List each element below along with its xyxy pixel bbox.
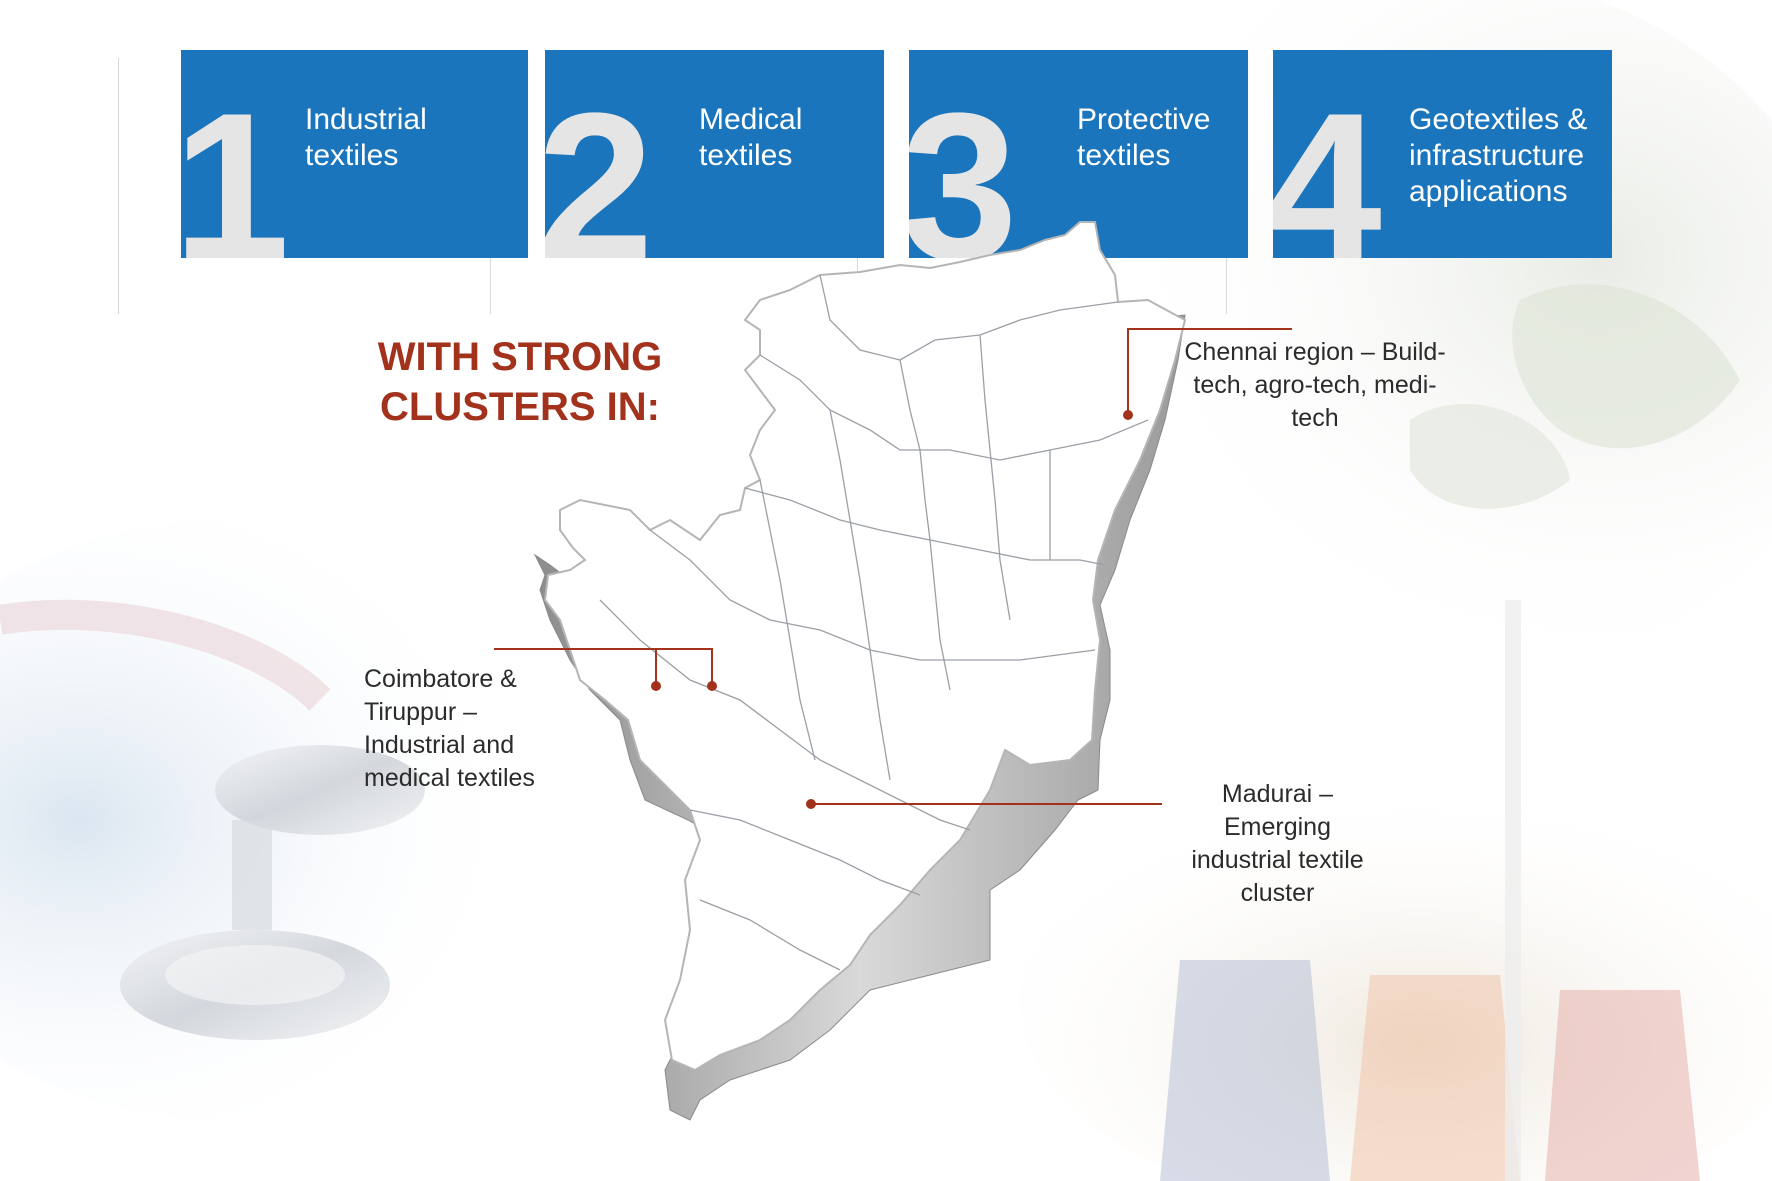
leader-lines (494, 328, 1292, 805)
category-label: Medical textiles (699, 103, 803, 172)
divider-1 (118, 58, 119, 314)
category-box-medical: 2 Medical textiles (545, 50, 884, 258)
madurai-marker (806, 799, 816, 809)
district-boundaries (599, 274, 1149, 971)
chennai-marker (1123, 410, 1133, 420)
clusters-heading: WITH STRONG CLUSTERS IN: (377, 335, 663, 429)
map-top-face (543, 221, 1187, 1072)
category-number: 4 (1273, 69, 1382, 259)
cluster-markers (651, 410, 1133, 809)
coimbatore-marker (651, 681, 661, 691)
category-number: 1 (181, 69, 290, 259)
category-label: Geotextiles & infrastructure application… (1409, 103, 1588, 208)
callout-madurai: Madurai – Emerging industrial textile cl… (1191, 780, 1364, 907)
leader-coimbatore (494, 648, 713, 685)
category-label: Protective textiles (1077, 103, 1211, 172)
tiruppur-marker (707, 681, 717, 691)
callout-coimbatore: Coimbatore & Tiruppur – Industrial and m… (364, 665, 535, 792)
category-box-geotextiles: 4 Geotextiles & infrastructure applicati… (1273, 50, 1612, 258)
callout-chennai: Chennai region – Build-tech, agro-tech, … (1184, 338, 1446, 432)
leader-chennai (1127, 328, 1292, 415)
category-box-industrial: 1 Industrial textiles (181, 50, 528, 258)
category-number: 2 (545, 69, 654, 259)
category-label: Industrial textiles (305, 103, 427, 172)
category-number: 3 (909, 69, 1018, 259)
